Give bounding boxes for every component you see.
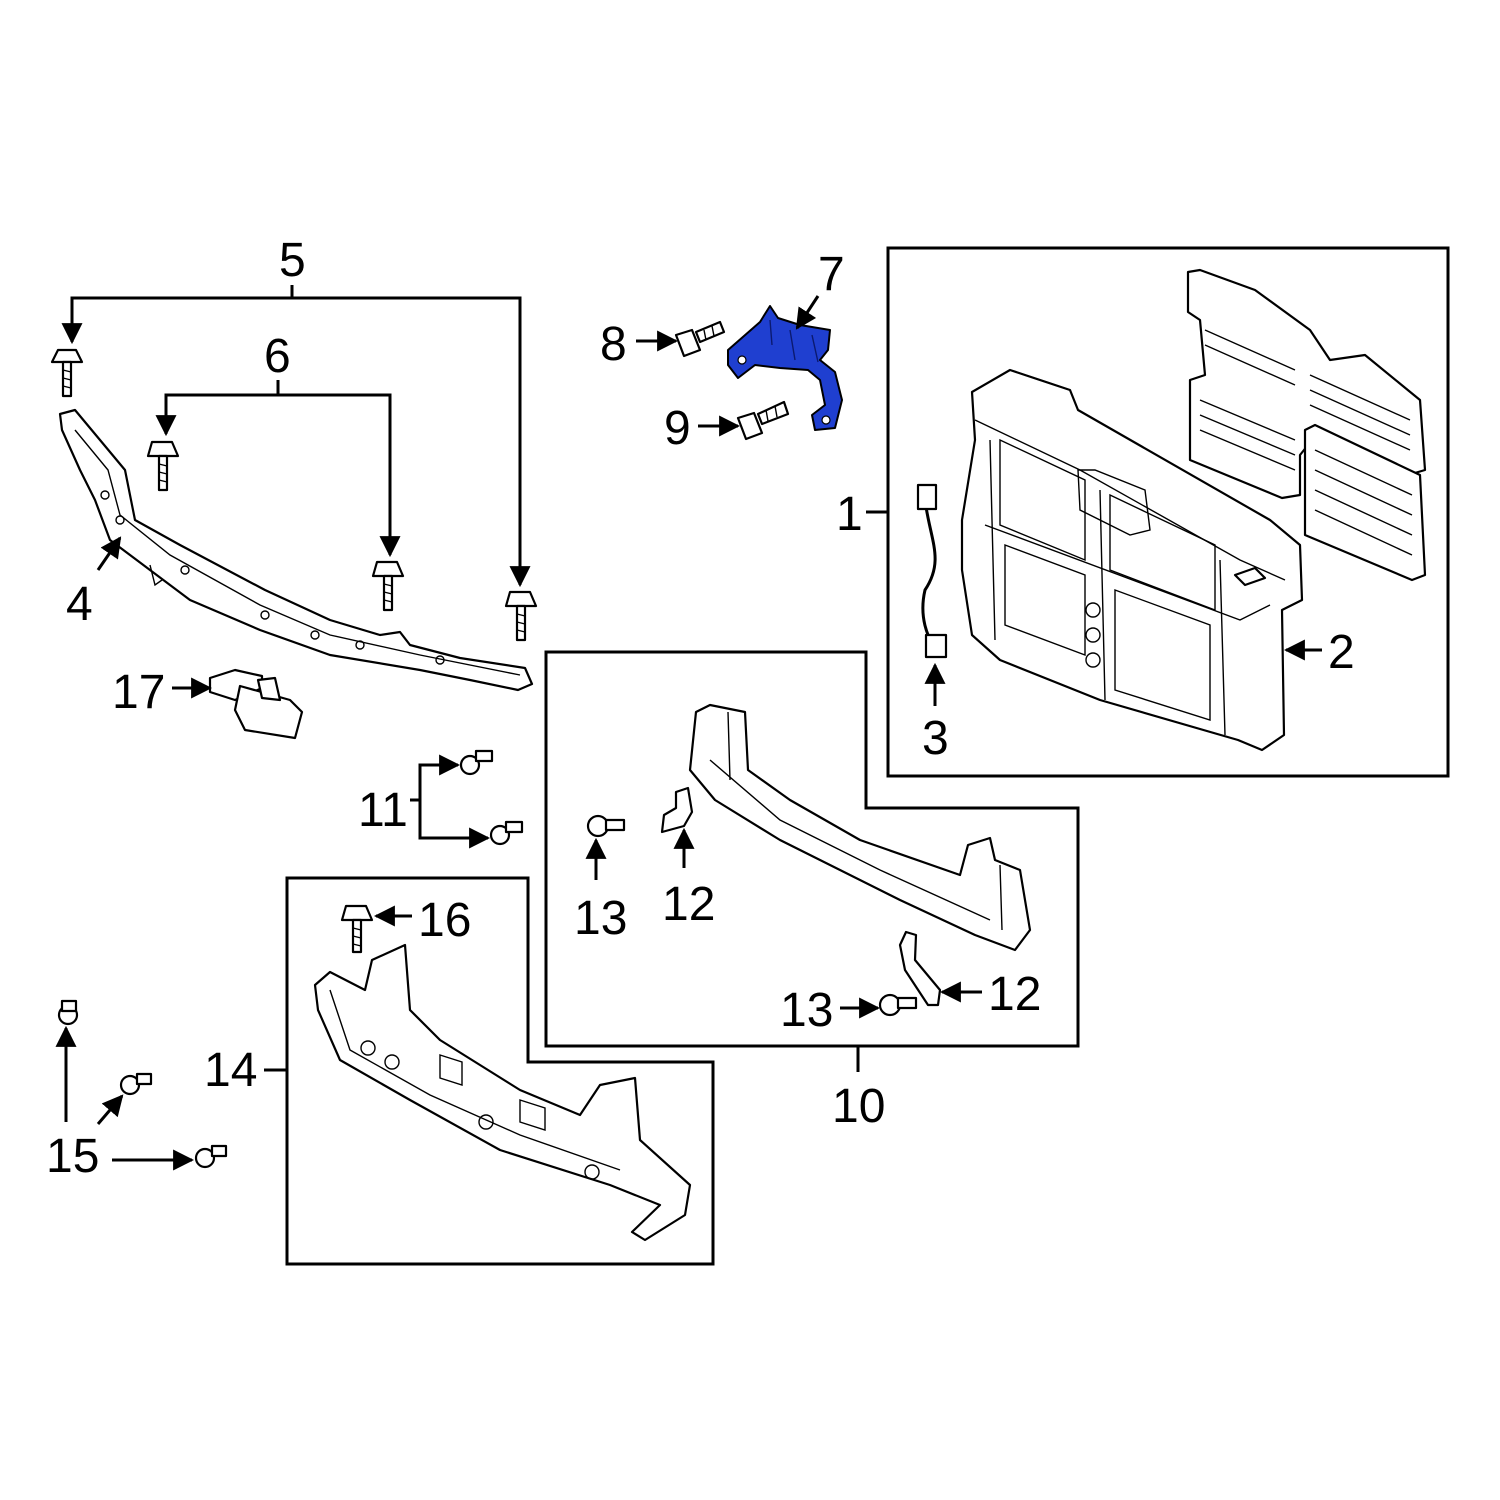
bolt-8 <box>674 320 726 358</box>
radiator-support-2 <box>960 368 1304 752</box>
active-shutter-1 <box>1186 268 1427 582</box>
callout-13-lower: 13 <box>780 984 833 1037</box>
wiring-harness-3 <box>916 483 948 659</box>
bolt-6-right <box>371 560 405 612</box>
callout-12-lower: 12 <box>988 968 1041 1021</box>
callout-4: 4 <box>66 578 93 631</box>
callout-13-upper: 13 <box>574 892 627 945</box>
sensor-17 <box>208 668 304 740</box>
callout-9: 9 <box>664 402 691 455</box>
bolt-9 <box>736 400 790 441</box>
bolt-5-right <box>504 590 538 642</box>
callout-15: 15 <box>46 1130 99 1183</box>
group-box-10 <box>544 650 1080 1048</box>
callout-10: 10 <box>832 1080 885 1133</box>
upper-tie-bar <box>58 408 534 692</box>
callout-3: 3 <box>922 712 949 765</box>
callout-16: 16 <box>418 894 471 947</box>
bracket-7-highlighted <box>727 305 843 431</box>
callout-14: 14 <box>204 1044 257 1097</box>
lower-beam-10 <box>688 703 1032 952</box>
bolt-5-left <box>50 348 84 398</box>
callout-12-upper: 12 <box>662 878 715 931</box>
clip-11-upper <box>459 749 494 776</box>
callout-5: 5 <box>279 234 306 287</box>
bolt-16 <box>340 904 374 954</box>
callout-2: 2 <box>1328 626 1355 679</box>
bracket-12-lower <box>898 930 942 1007</box>
clip-13-lower <box>878 993 918 1017</box>
callout-1: 1 <box>836 488 863 541</box>
clip-13-upper <box>586 814 626 838</box>
callout-8: 8 <box>600 318 627 371</box>
callout-6: 6 <box>264 330 291 383</box>
leader-lines <box>55 285 1322 1171</box>
bolt-6-left <box>146 440 180 492</box>
callout-17: 17 <box>112 666 165 719</box>
absorber-14 <box>313 943 692 1242</box>
clip-11-lower <box>489 820 524 846</box>
callout-labels: 1 2 3 4 5 6 7 8 9 10 11 12 12 13 13 14 1… <box>46 234 1355 1183</box>
bracket-12-upper <box>660 786 694 834</box>
clips-15 <box>57 999 228 1169</box>
callout-11: 11 <box>358 784 408 837</box>
callout-7: 7 <box>818 248 845 301</box>
group-box-14 <box>285 876 715 1266</box>
